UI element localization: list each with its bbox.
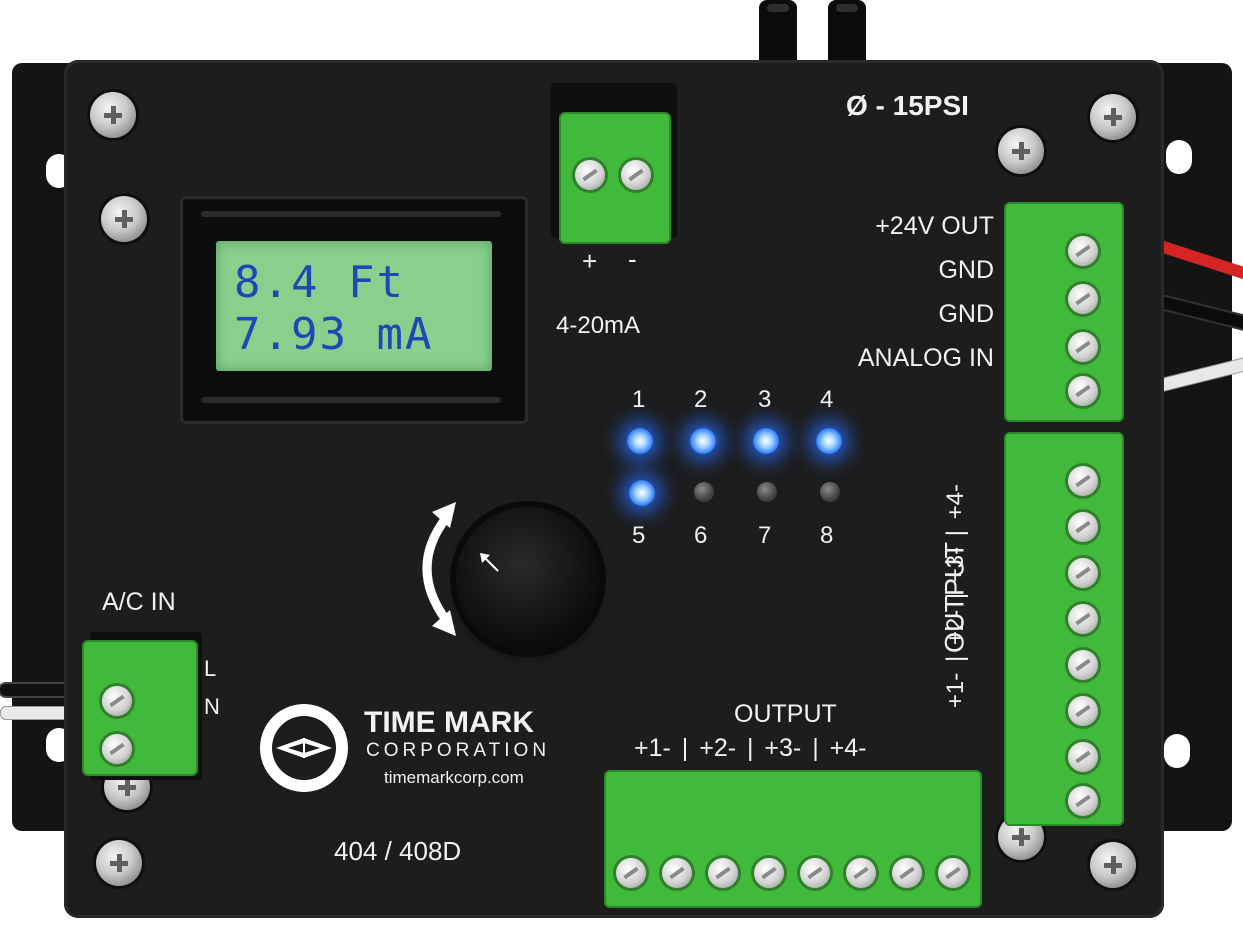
- terminal-screw[interactable]: [800, 858, 830, 888]
- lcd-display: 8.4 Ft 7.93 mA: [216, 241, 492, 371]
- terminal-screw[interactable]: [616, 858, 646, 888]
- bezel-slot: [201, 211, 501, 217]
- terminal-screw[interactable]: [892, 858, 922, 888]
- screw: [998, 128, 1044, 174]
- screw: [1090, 94, 1136, 140]
- ac-terminal-block: [82, 640, 198, 776]
- side-output-title: OUTPUT: [939, 542, 970, 653]
- label-gnd: GND: [938, 300, 994, 328]
- label-24v-out: +24V OUT: [875, 212, 994, 240]
- led-number: 4: [820, 386, 834, 413]
- screw: [90, 92, 136, 138]
- bottom-output-channels: +1- | +2- | +3- | +4-: [634, 734, 867, 762]
- loop-terminal-block: [559, 112, 671, 244]
- pressure-port: [828, 0, 866, 64]
- lcd-line-current: 7.93 mA: [234, 309, 434, 360]
- bezel-slot: [201, 397, 501, 403]
- side-output-terminal-block: [1004, 432, 1124, 826]
- terminal-screw[interactable]: [846, 858, 876, 888]
- time-mark-logo-icon: [260, 704, 348, 792]
- terminal-screw[interactable]: [621, 160, 651, 190]
- lcd-line-level: 8.4 Ft: [234, 257, 405, 308]
- led-5: [629, 480, 655, 506]
- mounting-hole: [1164, 734, 1190, 768]
- label-gnd: GND: [938, 256, 994, 284]
- led-7: [757, 482, 777, 502]
- led-2: [690, 428, 716, 454]
- terminal-screw[interactable]: [708, 858, 738, 888]
- terminal-screw[interactable]: [754, 858, 784, 888]
- led-number: 1: [632, 386, 646, 413]
- terminal-screw[interactable]: [1068, 512, 1098, 542]
- bottom-output-title: OUTPUT: [734, 700, 837, 728]
- terminal-screw[interactable]: [1068, 236, 1098, 266]
- led-number: 8: [820, 522, 834, 549]
- loop-terminal-label: 4-20mA: [556, 312, 641, 339]
- screw: [96, 840, 142, 886]
- mounting-hole: [1166, 140, 1192, 174]
- loop-minus-symbol: -: [628, 244, 637, 274]
- rotate-arrow-icon: [422, 502, 456, 636]
- terminal-screw[interactable]: [1068, 742, 1098, 772]
- terminal-screw[interactable]: [1068, 466, 1098, 496]
- led-4: [816, 428, 842, 454]
- terminal-screw[interactable]: [1068, 786, 1098, 816]
- terminal-screw[interactable]: [938, 858, 968, 888]
- led-3: [753, 428, 779, 454]
- adjustment-knob[interactable]: [456, 507, 600, 651]
- pressure-range-label: Ø - 15PSI: [846, 90, 969, 121]
- terminal-screw[interactable]: [575, 160, 605, 190]
- terminal-screw[interactable]: [662, 858, 692, 888]
- ac-input-label: A/C IN: [102, 588, 176, 616]
- ac-n-label: N: [204, 694, 220, 719]
- knob-pointer-icon: [480, 553, 499, 572]
- logo-company-name: TIME MARK: [364, 706, 534, 739]
- terminal-screw[interactable]: [1068, 696, 1098, 726]
- model-number: 404 / 408D: [334, 836, 462, 866]
- terminal-screw[interactable]: [102, 734, 132, 764]
- screw: [101, 196, 147, 242]
- loop-plus-symbol: +: [582, 246, 598, 276]
- logo-website: timemarkcorp.com: [384, 768, 524, 787]
- terminal-screw[interactable]: [1068, 376, 1098, 406]
- screw: [1090, 842, 1136, 888]
- led-6: [694, 482, 714, 502]
- terminal-screw[interactable]: [1068, 284, 1098, 314]
- terminal-screw[interactable]: [1068, 558, 1098, 588]
- led-number: 6: [694, 522, 708, 549]
- led-number: 2: [694, 386, 708, 413]
- led-number: 3: [758, 386, 772, 413]
- terminal-screw[interactable]: [102, 686, 132, 716]
- led-1: [627, 428, 653, 454]
- bottom-output-terminal-block: [604, 770, 982, 908]
- power-terminal-block: [1004, 202, 1124, 422]
- led-8: [820, 482, 840, 502]
- terminal-screw[interactable]: [1068, 332, 1098, 362]
- terminal-screw[interactable]: [1068, 604, 1098, 634]
- pressure-port: [759, 0, 797, 64]
- terminal-screw[interactable]: [1068, 650, 1098, 680]
- led-number: 7: [758, 522, 772, 549]
- led-number: 5: [632, 522, 646, 549]
- power-terminal-labels: +24V OUT GND GND ANALOG IN: [774, 212, 994, 388]
- logo-subtitle: CORPORATION: [366, 740, 551, 761]
- ac-l-label: L: [204, 656, 217, 681]
- label-analog-in: ANALOG IN: [857, 344, 994, 372]
